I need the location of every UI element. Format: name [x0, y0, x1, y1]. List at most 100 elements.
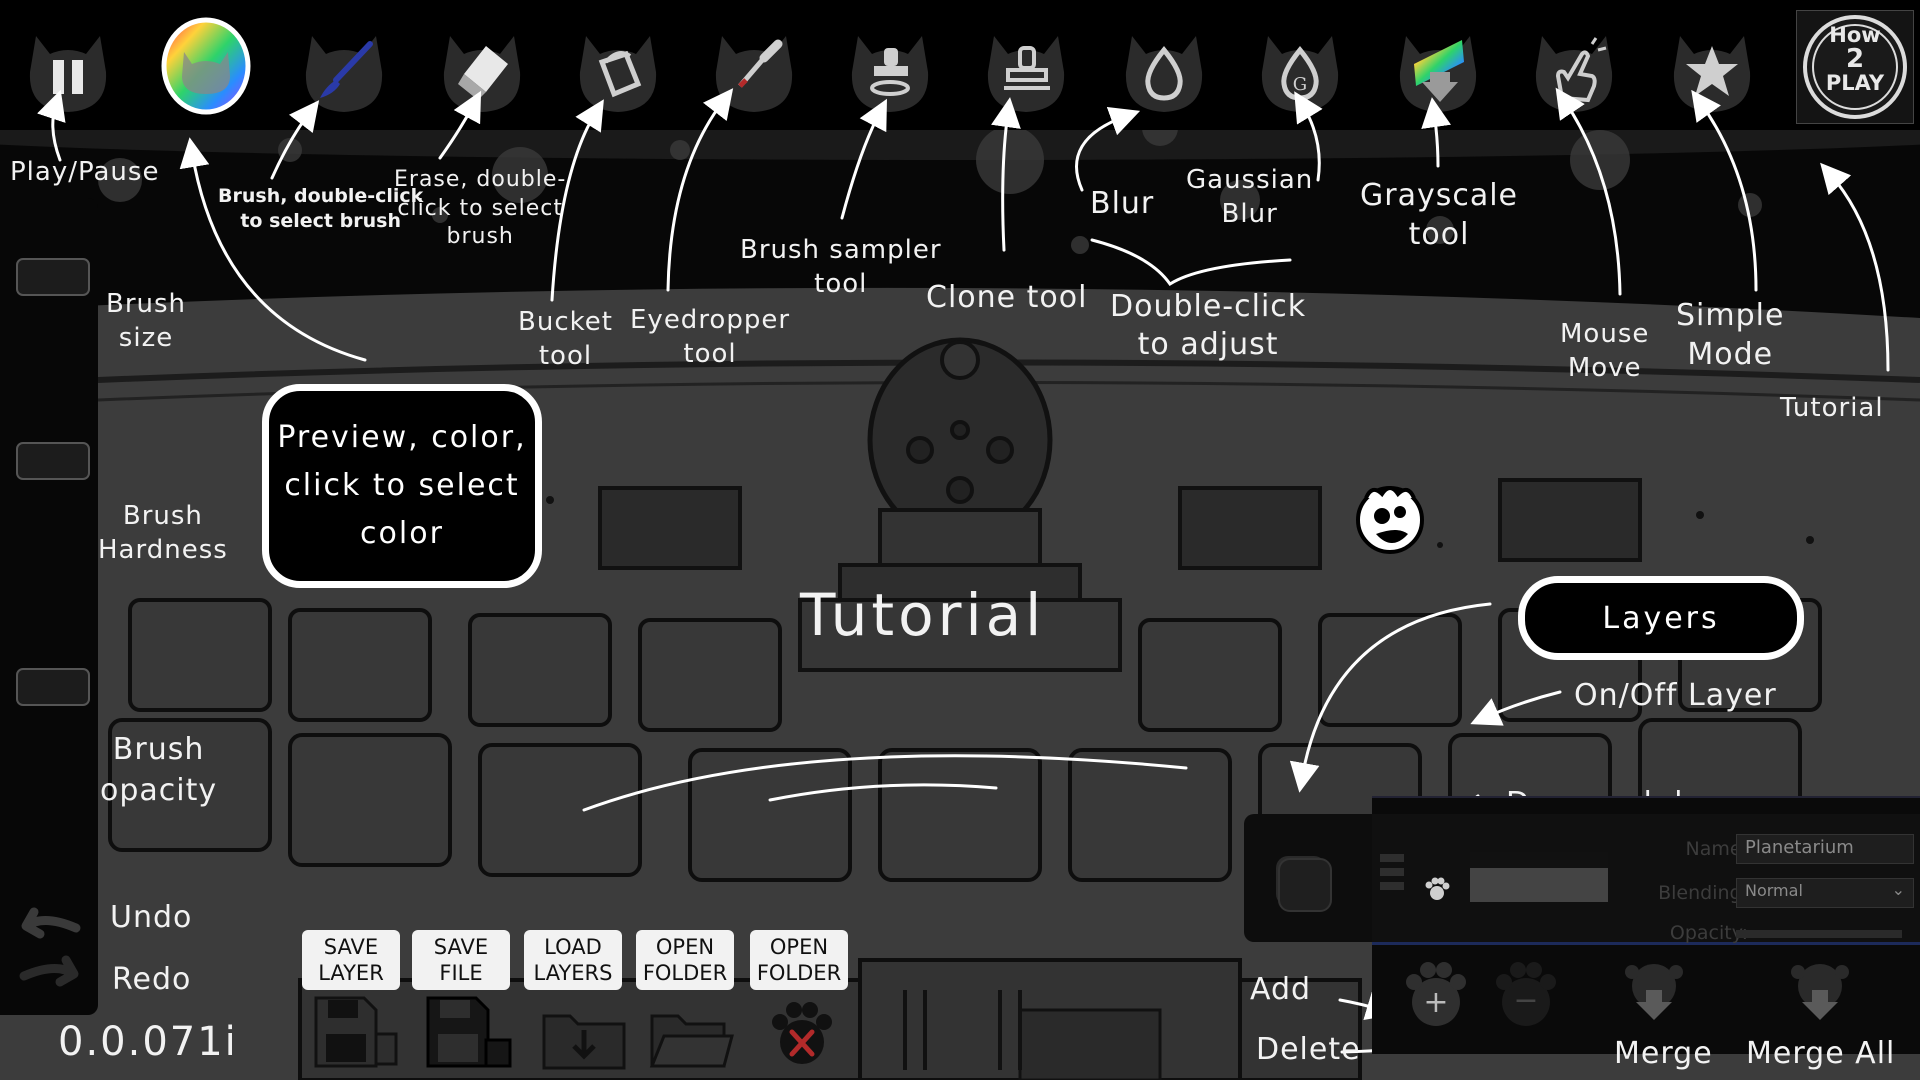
add-label: Add [1250, 972, 1312, 1007]
star-icon [1673, 36, 1751, 112]
blending-label: Blending: [1658, 882, 1748, 904]
blending-select[interactable]: Normal ⌄ [1736, 878, 1914, 908]
simple-mode-button[interactable] [1660, 14, 1764, 118]
mouse-move-tool-button[interactable] [1522, 14, 1626, 118]
preview-callout-line1: Preview, color, [277, 420, 527, 455]
blur-tool-button[interactable] [1112, 14, 1216, 118]
opacity-slider[interactable] [1736, 930, 1902, 938]
tutorial-badge-2: 2 [1845, 44, 1865, 75]
merge-label: Merge [1614, 1036, 1713, 1071]
grayscale-label: Grayscale tool [1360, 176, 1518, 254]
simple-mode-label: Simple Mode [1676, 296, 1784, 374]
double-click-label-line2: to adjust [1137, 326, 1279, 362]
layers-panel: Name: Planetarium Blending: Normal ⌄ Opa… [1372, 796, 1920, 1054]
clear-paw-x-icon[interactable] [764, 1000, 840, 1070]
plus-icon: + [1423, 985, 1448, 1020]
merge-down-arrow-icon [1636, 990, 1672, 1020]
tutorial-badge-play: PLAY [1825, 70, 1885, 95]
save-file-line2: FILE [439, 961, 483, 985]
layer-thumbnail [1470, 852, 1608, 902]
brush-opacity-label: Brush opacity [100, 730, 217, 811]
brush-tool-button[interactable] [292, 14, 396, 118]
grayscale-label-line1: Grayscale [1360, 178, 1519, 213]
layer-name-input[interactable]: Planetarium [1736, 834, 1914, 864]
layer-name-label: Name: [1685, 838, 1748, 860]
eyedropper-tool-button[interactable] [702, 14, 806, 118]
tutorial-badge-how: How [1829, 23, 1881, 47]
preview-callout-line3: color [360, 516, 444, 551]
open-folder-2-line2: FOLDER [756, 961, 842, 985]
undo-label: Undo [110, 900, 193, 935]
play-pause-button[interactable] [16, 14, 120, 118]
save-file-floppy-icon[interactable] [424, 994, 514, 1074]
paintbrush-icon [305, 36, 383, 112]
left-sidebar [0, 198, 98, 1015]
eyedropper-label-line1: Eyedropper [630, 305, 791, 335]
svg-text:G: G [1293, 74, 1307, 95]
erase-label-line2: click to select [397, 195, 563, 221]
open-folder-1-line1: OPEN [655, 934, 715, 959]
double-click-label: Double-click to adjust [1110, 288, 1306, 363]
bucket-label-line1: Bucket [518, 307, 613, 337]
gaussian-blur-label-line1: Gaussian [1186, 165, 1314, 195]
tutorial-title: Tutorial [800, 581, 1046, 649]
brush-size-handle[interactable] [16, 258, 90, 296]
brush-opacity-label-line2: opacity [100, 772, 218, 808]
open-folder-icon[interactable] [648, 1008, 734, 1072]
brush-sampler-label-line2: tool [814, 268, 868, 299]
brush-label-line2: to select brush [240, 209, 401, 232]
pause-icon [29, 36, 107, 112]
brush-opacity-handle[interactable] [16, 668, 90, 706]
brush-size-label-line1: Brush [106, 289, 187, 319]
minus-icon: − [1513, 983, 1538, 1018]
merge-all-button[interactable] [1782, 958, 1858, 1034]
save-layer-floppy-icon[interactable] [312, 994, 402, 1074]
version-label: 0.0.071i [58, 1019, 238, 1065]
droplet-icon [1125, 36, 1203, 112]
open-folder-2-line1: OPEN [769, 934, 829, 959]
drag-handle[interactable] [1380, 854, 1404, 900]
rainbow-cat-icon [161, 17, 251, 115]
save-layer-line1: SAVE [323, 934, 379, 959]
tutorial-button[interactable]: How 2 PLAY [1796, 10, 1914, 124]
undo-redo-icons [19, 907, 81, 987]
stamp-icon [987, 36, 1065, 112]
blending-select-value: Normal [1745, 881, 1803, 900]
add-layer-button[interactable]: + [1398, 958, 1474, 1034]
brush-hardness-label-line1: Brush [122, 501, 203, 531]
layer-row[interactable]: Name: Planetarium Blending: Normal ⌄ Opa… [1372, 814, 1920, 945]
play-pause-label: Play/Pause [10, 157, 160, 187]
brush-label-line1: Brush, double-click [218, 185, 424, 207]
layer-preview-box [1244, 814, 1376, 942]
color-preview-button[interactable] [154, 14, 258, 118]
redo-arrow-icon[interactable] [19, 955, 79, 987]
open-folder-1-line2: FOLDER [642, 961, 728, 985]
merge-all-label: Merge All [1746, 1036, 1896, 1071]
double-click-label-line1: Double-click [1110, 289, 1307, 324]
layer-visibility-paw-icon[interactable] [1422, 874, 1452, 904]
bucket-label: Bucket tool [518, 306, 613, 374]
brush-opacity-label-line1: Brush [112, 732, 205, 767]
load-layers-folder-icon[interactable] [540, 1002, 630, 1072]
grayscale-label-line2: tool [1408, 217, 1470, 252]
eyedropper-icon [715, 36, 793, 112]
bucket-tool-button[interactable] [566, 14, 670, 118]
brush-hardness-handle[interactable] [16, 442, 90, 480]
clone-tool-button[interactable] [974, 14, 1078, 118]
undo-arrow-icon[interactable] [21, 907, 81, 939]
save-file-line1: SAVE [433, 934, 489, 959]
brush-hardness-label: Brush Hardness [98, 500, 228, 568]
merge-layer-button[interactable] [1616, 958, 1692, 1034]
layer-preview-square [1278, 858, 1332, 912]
grayscale-tool-button[interactable] [1386, 14, 1490, 118]
delete-layer-button[interactable]: − [1488, 958, 1564, 1034]
simple-mode-label-line1: Simple [1676, 298, 1785, 333]
brush-sampler-tool-button[interactable] [838, 14, 942, 118]
paint-bucket-icon [579, 36, 657, 112]
erase-label-line3: brush [446, 224, 514, 250]
